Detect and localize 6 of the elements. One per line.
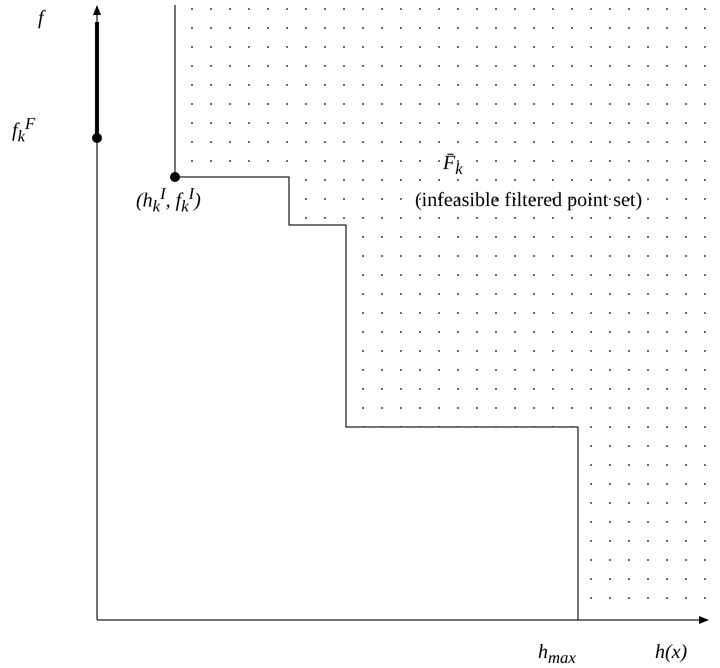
region-label: F̄$_{k}$ <box>443 153 463 178</box>
point-label: (h$_{k}$$^{I}$, f$_{k}$$^{I}$) <box>136 186 201 216</box>
tick-label: h$_{max}$ <box>538 642 576 667</box>
axis-label: f <box>38 8 44 28</box>
axis-label: h(x) <box>655 642 688 662</box>
region-label: (infeasible filtered point set) <box>415 190 642 210</box>
